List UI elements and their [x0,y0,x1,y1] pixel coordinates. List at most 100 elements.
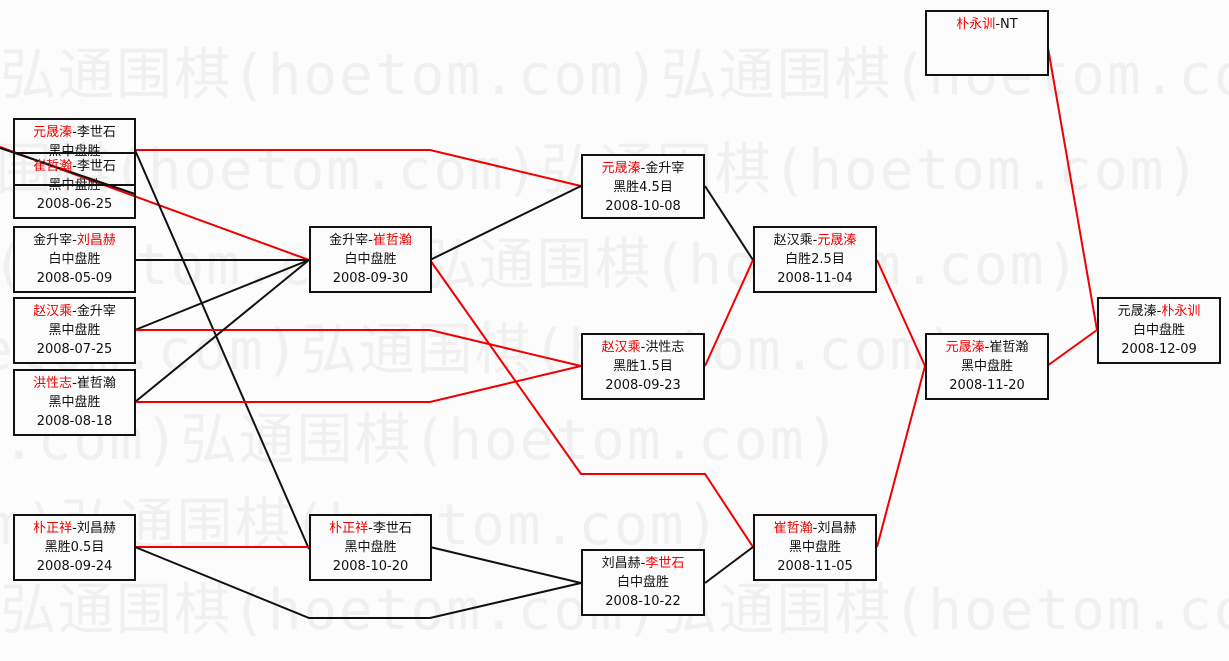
players: 元晟溱-李世石 [33,125,116,140]
game-box[interactable]: 赵汉乘-金升宰 黑中盘胜 2008-07-25 [13,297,136,364]
result: 黑中盘胜 [344,540,397,555]
player-1: 崔哲瀚 [33,159,73,174]
result: 白中盘胜 [616,575,669,590]
result: 黑中盘胜 [788,540,841,555]
players: 赵汉乘-洪性志 [601,340,685,355]
result: 黑胜4.5目 [613,180,673,195]
line [704,259,754,367]
date: 2008-09-30 [332,271,409,286]
game-box[interactable]: 朴永训-NT [925,10,1049,76]
line [1046,41,1098,331]
result: 白中盘胜 [344,252,397,267]
date: 2008-09-23 [605,378,681,393]
line [704,546,754,584]
players: 金升宰-崔哲瀚 [329,233,412,248]
player-2: 洪性志 [645,340,685,355]
game-box[interactable]: 刘昌赫-李世石 白中盘胜 2008-10-22 [581,549,705,616]
player-2: 李世石 [372,521,412,536]
result: 黑胜0.5目 [44,540,105,555]
player-2: 李世石 [76,125,116,140]
game-box[interactable]: 朴正祥-刘昌赫 黑胜0.5目 2008-09-24 [13,514,136,581]
result: 白中盘胜 [1132,323,1185,338]
game-box[interactable]: 金升宰-崔哲瀚 白中盘胜 2008-09-30 [309,226,432,293]
player-1: 金升宰 [329,233,369,248]
line [134,546,582,619]
line [134,149,310,550]
game-box[interactable]: 元晟溱-李世石 黑中盘胜 [13,118,136,186]
game-box[interactable]: 朴正祥-李世石 黑中盘胜 2008-10-20 [309,514,432,581]
line [704,185,754,261]
player-1: 元晟溱 [33,125,73,140]
player-2: 元晟溱 [817,233,857,248]
result: 黑胜1.5目 [613,359,673,374]
players: 朴永训-NT [956,17,1018,32]
player-2: 崔哲瀚 [76,376,116,391]
players: 刘昌赫-李世石 [601,556,685,571]
players: 洪性志-崔哲瀚 [33,376,116,391]
players: 崔哲瀚-李世石 [33,159,116,174]
date: 2008-10-08 [605,199,681,214]
line [876,365,926,548]
line [1046,329,1098,367]
line [134,259,310,331]
result: 黑中盘胜 [960,359,1013,374]
player-1: 朴正祥 [33,521,73,536]
player-1: 朴正祥 [329,521,369,536]
result: 白中盘胜 [48,252,101,267]
line [876,259,926,367]
date: 2008-12-09 [1121,342,1197,357]
player-2: 李世石 [76,159,116,174]
player-2: 朴永训 [1161,304,1201,319]
player-2: 李世石 [645,556,685,571]
result: 白胜2.5目 [785,252,845,267]
game-box[interactable]: 元晟溱-崔哲瀚 黑中盘胜 2008-11-20 [925,333,1049,400]
game-box[interactable]: 金升宰-刘昌赫 白中盘胜 2008-05-09 [13,226,136,293]
game-box[interactable]: 崔哲瀚-李世石 黑中盘胜 2008-06-25 [13,152,136,219]
players: 赵汉乘-元晟溱 [773,233,857,248]
game-box[interactable]: 崔哲瀚-刘昌赫 黑中盘胜 2008-11-05 [753,514,877,581]
watermark: 弘通围棋(hoetom.com)弘通围棋(hoetom.com) [0,233,1082,298]
player-2: 崔哲瀚 [989,340,1029,355]
players: 元晟溱-崔哲瀚 [945,340,1029,355]
result: 黑中盘胜 [48,395,101,410]
result: 黑中盘胜 [48,178,101,193]
line [429,546,582,584]
player-1: 金升宰 [33,233,73,248]
date: 2008-10-22 [605,594,681,609]
watermark: 弘通围棋(hoetom.com)弘通围棋(hoetom.com) [0,408,842,473]
player-2: 刘昌赫 [76,521,116,536]
date: 2008-11-05 [777,559,853,574]
game-box[interactable]: 洪性志-崔哲瀚 黑中盘胜 2008-08-18 [13,369,136,436]
date: 2008-06-25 [36,197,113,212]
game-box[interactable]: 赵汉乘-洪性志 黑胜1.5目 2008-09-23 [581,333,705,400]
player-1: 元晟溱 [945,340,985,355]
player-1: 赵汉乘 [601,340,641,355]
game-box[interactable]: 元晟溱-朴永训 白中盘胜 2008-12-09 [1097,297,1221,364]
date: 2008-07-25 [36,342,113,357]
line [135,365,582,403]
line [135,149,582,187]
date: 2008-11-20 [949,378,1025,393]
player-1: 刘昌赫 [601,556,641,571]
line [135,329,582,367]
date: 2008-05-09 [36,271,113,286]
player-1: 元晟溱 [1117,304,1157,319]
line [429,259,754,548]
player-1: 洪性志 [33,376,73,391]
date: 2008-10-20 [332,559,409,574]
players: 金升宰-刘昌赫 [33,233,116,248]
player-1: 元晟溱 [601,161,641,176]
player-2: 刘昌赫 [817,521,857,536]
date: 2008-11-04 [777,271,853,286]
date: 2008-09-24 [36,559,113,574]
game-box[interactable]: 元晟溱-金升宰 黑胜4.5目 2008-10-08 [581,154,705,219]
line [0,147,136,195]
player-1: 崔哲瀚 [773,521,813,536]
player-2: 金升宰 [76,304,116,319]
result: 黑中盘胜 [48,323,101,338]
game-box[interactable]: 赵汉乘-元晟溱 白胜2.5目 2008-11-04 [753,226,877,293]
player-2: NT [1000,17,1018,32]
player-2: 刘昌赫 [76,233,116,248]
